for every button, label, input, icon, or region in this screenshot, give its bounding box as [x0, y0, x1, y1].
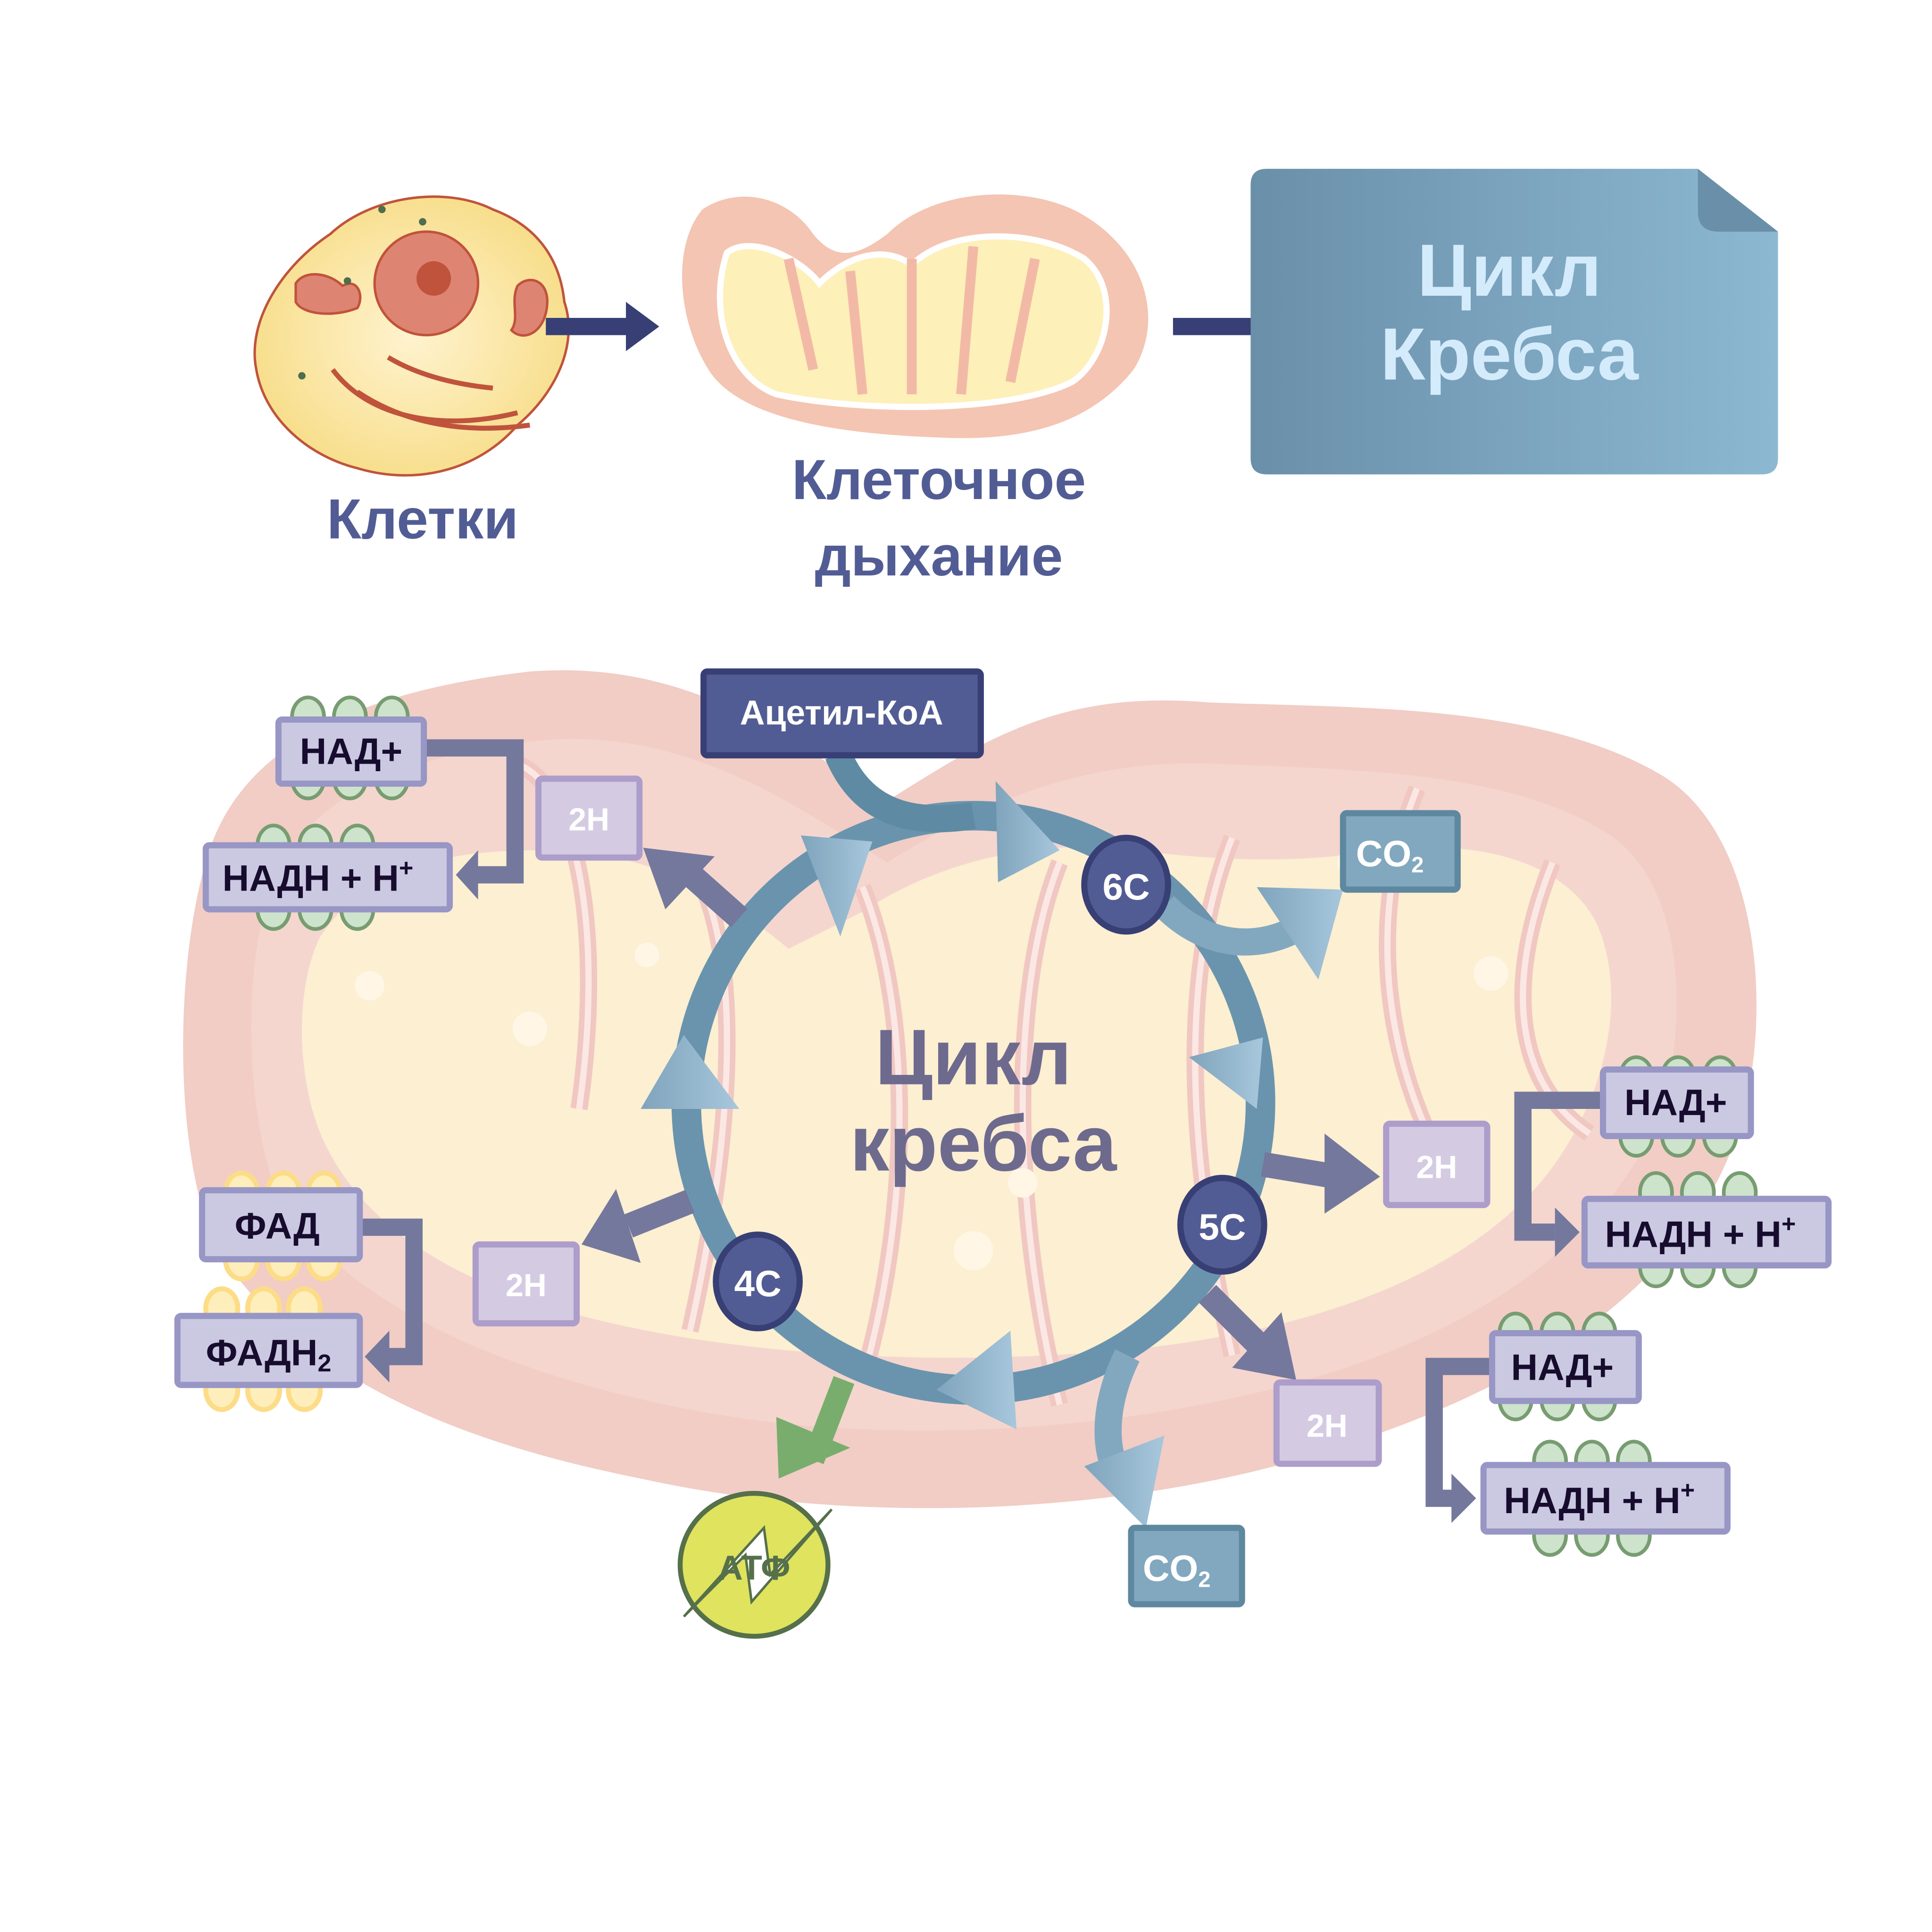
cycle-arrowhead [995, 781, 1060, 883]
arrow-2h-bottom-right [1199, 1285, 1297, 1380]
mitochondrion-small [509, 279, 549, 337]
hydrogen-box[interactable]: 2H [472, 1241, 580, 1327]
nad-plus-box[interactable] [1489, 1330, 1642, 1404]
svg-text:НАДН + Н+: НАДН + Н+ [1605, 1210, 1796, 1255]
node-4c[interactable]: 4С [713, 1231, 803, 1332]
arrow-right-icon [546, 302, 659, 351]
nad-plus-box[interactable] [1599, 1066, 1754, 1140]
node-4c-label: 4С [734, 1263, 781, 1304]
svg-text:НАДН + Н+: НАДН + Н+ [1504, 1476, 1695, 1521]
cycle-arrowhead [800, 835, 873, 937]
cycle-arrowhead [641, 1035, 740, 1109]
hydrogen-arrows [581, 848, 1380, 1380]
hydrogen-box[interactable]: 2H [535, 775, 643, 861]
nadh-box[interactable] [1480, 1462, 1731, 1535]
nad-pair-top-left: НАД+ НАДН + Н+ [202, 695, 524, 931]
acetyl-coa-inflow [825, 749, 976, 833]
nad-plus-label: НАД+ [300, 731, 403, 772]
hydrogen-label: 2H [568, 802, 609, 838]
page-fold-icon [1698, 168, 1778, 232]
fadh2-label: ФАДН [206, 1332, 318, 1373]
fad-label: ФАД [235, 1205, 320, 1246]
cell-illustration [253, 195, 570, 477]
cycle-arrowheads [641, 781, 1263, 1430]
arrow-2h-right [1261, 1133, 1380, 1214]
co2-box-bottom[interactable]: CO2 [1128, 1524, 1245, 1607]
nad-plus-label: НАД+ [1511, 1347, 1614, 1388]
krebs-card-title-line2: Кребса [1380, 313, 1639, 396]
svg-text:НАДН + Н+: НАДН + Н+ [223, 854, 414, 899]
nad-plus-label: НАД+ [1624, 1082, 1727, 1123]
arrow-2h-left [581, 1189, 695, 1263]
nad-pair-right-upper: НАД+ НАДН + Н+ [1514, 1055, 1832, 1289]
hydrogen-box[interactable]: 2H [1273, 1379, 1382, 1467]
krebs-card-title-line1: Цикл [1417, 229, 1602, 312]
fadh2-box[interactable] [174, 1313, 363, 1388]
atp-label: АТФ [718, 1549, 790, 1587]
acetyl-coa-label: Ацетил-КоА [740, 694, 943, 732]
svg-text:ФАДН2: ФАДН2 [206, 1332, 332, 1377]
fad-pair-left: ФАД ФАДН2 [174, 1170, 423, 1412]
atp-arrow [776, 1376, 855, 1479]
nadh-label: НАДН + Н [223, 858, 399, 899]
hydrogen-label: 2H [1416, 1149, 1457, 1185]
co2-subscript: 2 [1411, 852, 1424, 877]
nadh-superscript: + [1681, 1476, 1695, 1504]
node-6c-label: 6С [1103, 866, 1150, 908]
svg-text:CO2: CO2 [1356, 833, 1424, 877]
arrow-right-icon [1451, 1474, 1476, 1523]
hydrogen-box[interactable]: 2H [1383, 1120, 1491, 1208]
arrow-left-icon [365, 1331, 390, 1382]
node-5c-label: 5С [1199, 1206, 1246, 1248]
co2-branch-bottom [1084, 1349, 1165, 1528]
cycle-arrowhead [936, 1331, 1017, 1430]
respiration-label-line1: Клеточное [792, 448, 1086, 511]
nad-pair-right-lower: НАД+ НАДН + Н+ [1425, 1311, 1731, 1557]
arrow-right-icon [1555, 1208, 1580, 1257]
co2-box-top[interactable]: CO2 [1340, 810, 1461, 893]
arrow-left-icon [456, 850, 478, 899]
nucleolus [416, 261, 451, 296]
co2-label: CO [1356, 833, 1412, 874]
nadh-superscript: + [399, 854, 414, 882]
svg-text:CO2: CO2 [1143, 1548, 1211, 1592]
acetyl-coa-box[interactable]: Ацетил-КоА [700, 668, 984, 758]
mitochondrion-small [294, 273, 362, 315]
hydrogen-label: 2H [506, 1268, 547, 1303]
co2-label: CO [1143, 1548, 1199, 1589]
lightning-icon [683, 1508, 833, 1618]
co2-subscript: 2 [1198, 1567, 1210, 1592]
nadh-label: НАДН + Н [1605, 1214, 1781, 1255]
cycle-arrowhead [1189, 1037, 1263, 1109]
nadh-box[interactable] [1581, 1196, 1832, 1269]
fad-box[interactable] [199, 1187, 363, 1263]
cells-label: Клетки [327, 488, 518, 551]
fadh2-subscript: 2 [317, 1349, 331, 1377]
atp-badge[interactable]: АТФ [677, 1491, 833, 1639]
cycle-center-title-line1: Цикл [875, 1014, 1072, 1101]
node-6c[interactable]: 6С [1081, 834, 1171, 935]
nad-plus-box[interactable] [275, 716, 427, 787]
arrow-2h-top-left [643, 848, 748, 927]
node-5c[interactable]: 5С [1177, 1174, 1267, 1275]
hydrogen-label: 2H [1307, 1408, 1348, 1444]
cycle-center-title-line2: кребса [850, 1100, 1118, 1188]
co2-branch-top [1155, 887, 1343, 980]
nadh-superscript: + [1782, 1210, 1796, 1238]
krebs-cycle-card[interactable]: Цикл Кребса [1250, 168, 1778, 475]
nadh-box[interactable] [202, 842, 453, 913]
respiration-label-line2: дыхание [815, 525, 1063, 588]
mitochondrion-illustration [682, 194, 1149, 438]
nadh-label: НАДН + Н [1504, 1480, 1680, 1521]
